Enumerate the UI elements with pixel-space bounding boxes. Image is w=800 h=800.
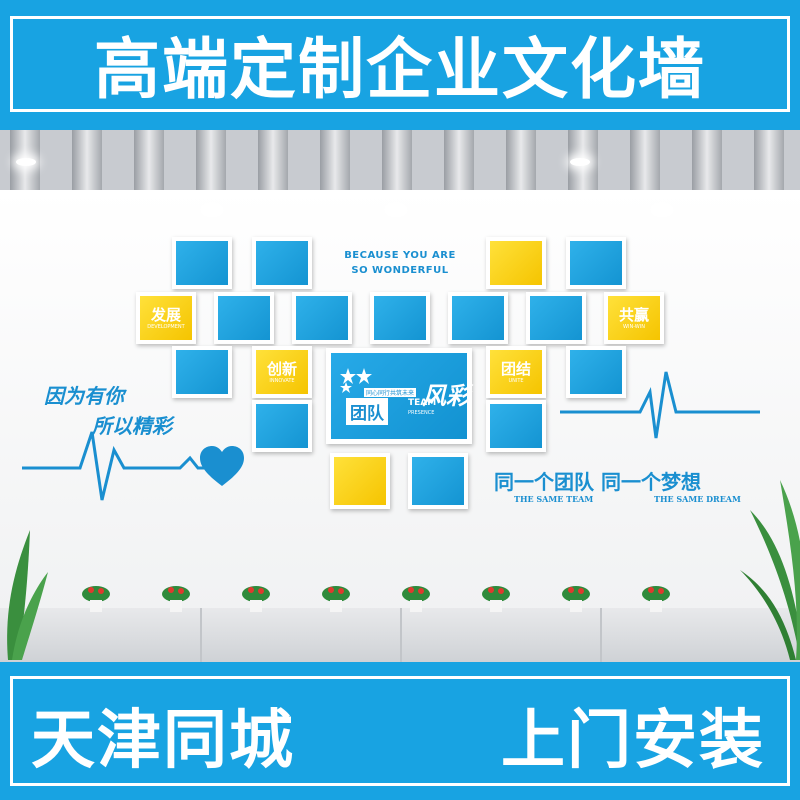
slogan-left-line2: 所以精彩	[92, 414, 172, 438]
potted-plant	[162, 586, 190, 612]
ceiling-slat	[320, 130, 350, 190]
photo-frame	[172, 346, 232, 398]
banner-city: 天津同城	[31, 704, 295, 778]
bottom-banner-border: 天津同城 上门安装	[10, 676, 790, 786]
photo-frame	[292, 292, 352, 344]
heart-icon	[200, 446, 244, 486]
panel-chuangxin: 创新 INNOVATE	[252, 346, 312, 398]
ceiling-slat	[382, 130, 412, 190]
panel-chuangxin-sub: INNOVATE	[269, 378, 295, 384]
potted-plant	[82, 586, 110, 612]
downlight	[652, 206, 672, 214]
center-script-text: 风彩	[422, 381, 470, 410]
photo-frame	[448, 292, 508, 344]
downlight	[570, 158, 590, 166]
slogan-right: 同一个团队 同一个梦想	[494, 470, 701, 494]
ceiling-slat	[134, 130, 164, 190]
ceiling-slat	[754, 130, 784, 190]
slogan-right-en2: THE SAME DREAM	[654, 494, 741, 504]
photo-frame	[486, 400, 546, 452]
photo-frame	[252, 400, 312, 452]
photo-frame	[172, 237, 232, 289]
slogan-left-line1: 因为有你	[44, 384, 124, 408]
photo-frame	[214, 292, 274, 344]
panel-fazhan-sub: DEVELOPMENT	[147, 324, 185, 330]
center-en1: TEAM	[408, 398, 437, 408]
potted-plant	[482, 586, 510, 612]
ceiling-slat	[692, 130, 722, 190]
large-plant-left	[7, 530, 48, 660]
large-plant-right	[740, 480, 800, 660]
panel-gongying: 共赢 WIN-WIN	[604, 292, 664, 344]
photo-frame	[526, 292, 586, 344]
panel-chuangxin-label: 创新	[266, 360, 297, 378]
tagline-line1: BECAUSE YOU ARE	[344, 250, 456, 261]
ceiling-slat	[630, 130, 660, 190]
ceiling	[0, 130, 800, 190]
heartbeat-line-left	[22, 431, 204, 501]
photo-frame	[252, 237, 312, 289]
floor-tile-line	[400, 608, 402, 662]
center-main-text: 团队	[346, 398, 388, 425]
slogan-right-en1: THE SAME TEAM	[514, 494, 594, 504]
ceiling-slat	[258, 130, 288, 190]
panel-fazhan: 发展 DEVELOPMENT	[136, 292, 196, 344]
tagline-line2: SO WONDERFUL	[351, 265, 449, 276]
banner-title: 高端定制企业文化墙	[94, 31, 706, 108]
star-icons	[340, 368, 372, 393]
photo-frame	[566, 346, 626, 398]
ceiling-slat	[196, 130, 226, 190]
panel-fazhan-label: 发展	[150, 306, 181, 324]
photo-frame	[370, 292, 430, 344]
center-team-panel: 同心同行共筑未来 团队 TEAM PRESENCE 风彩	[326, 348, 472, 444]
ceiling-slat	[444, 130, 474, 190]
panel-gongying-label: 共赢	[618, 306, 649, 324]
panel-tuanjie-label: 团结	[500, 360, 531, 378]
potted-plant	[402, 586, 430, 612]
top-banner: 高端定制企业文化墙	[0, 0, 800, 130]
potted-plant	[562, 586, 590, 612]
floor-tile-line	[200, 608, 202, 662]
heartbeat-line-right	[560, 371, 760, 439]
panel-gongying-sub: WIN-WIN	[623, 324, 645, 330]
bottom-banner: 天津同城 上门安装	[0, 662, 800, 800]
center-small-text: 同心同行共筑未来	[364, 388, 417, 397]
potted-plant	[322, 586, 350, 612]
ceiling-slat	[72, 130, 102, 190]
downlight	[386, 206, 406, 214]
floor-tile-line	[600, 608, 602, 662]
photo-frame	[566, 237, 626, 289]
downlight	[16, 158, 36, 166]
photo-frame	[408, 453, 468, 509]
top-banner-border: 高端定制企业文化墙	[10, 16, 790, 112]
downlight	[202, 206, 222, 214]
potted-plant	[642, 586, 670, 612]
banner-install: 上门安装	[501, 704, 765, 778]
photo-frame	[486, 237, 546, 289]
photo-frame	[330, 453, 390, 509]
panel-tuanjie: 团结 UNITE	[486, 346, 546, 398]
ceiling-slat	[506, 130, 536, 190]
center-en2: PRESENCE	[408, 410, 435, 416]
potted-plant	[242, 586, 270, 612]
panel-tuanjie-sub: UNITE	[508, 378, 524, 384]
